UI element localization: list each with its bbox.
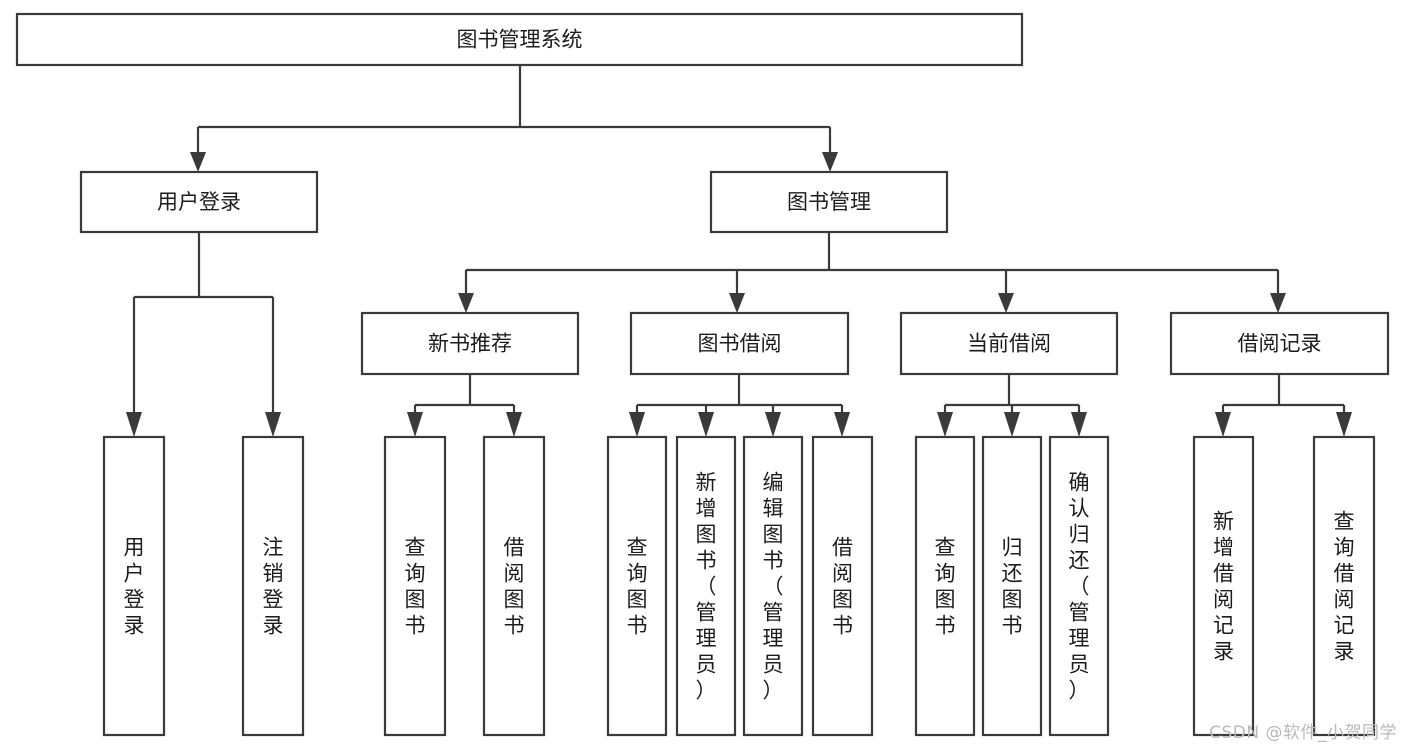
- node-label-leaf-borrow-book: 借阅图书: [832, 535, 853, 637]
- arrow-to-current-borrow: [998, 293, 1014, 313]
- node-leaf-user-login[interactable]: 用户登录: [102, 435, 166, 737]
- node-leaf-edit-book[interactable]: 编辑图书（管理员）: [742, 435, 804, 737]
- node-leaf-logout[interactable]: 注销登录: [241, 435, 305, 737]
- node-box-new-book-recommend[interactable]: [360, 311, 580, 376]
- node-root[interactable]: 图书管理系统: [15, 12, 1024, 67]
- node-box-book-borrow[interactable]: [629, 311, 850, 376]
- node-box-leaf-edit-book[interactable]: [742, 435, 804, 737]
- node-leaf-add-record[interactable]: 新增借阅记录: [1192, 435, 1255, 737]
- node-box-book-manage[interactable]: [709, 170, 949, 234]
- node-leaf-return-book[interactable]: 归还图书: [981, 435, 1043, 737]
- arrow-to-leaf-add-book: [698, 412, 714, 437]
- arrow-to-leaf-user-login: [126, 412, 142, 437]
- node-borrow-record[interactable]: 借阅记录: [1169, 311, 1390, 376]
- node-box-leaf-query-book-cur[interactable]: [914, 435, 976, 737]
- node-label-leaf-edit-book: 编辑图书（管理员）: [763, 470, 784, 702]
- node-box-leaf-borrow-book[interactable]: [811, 435, 874, 737]
- node-label-book-borrow: 图书借阅: [698, 332, 782, 356]
- arrow-to-leaf-edit-book: [765, 412, 781, 437]
- node-box-leaf-add-book[interactable]: [675, 435, 737, 737]
- node-box-user-login[interactable]: [79, 170, 319, 234]
- arrow-to-leaf-query-book-rec: [407, 412, 423, 437]
- arrow-to-book-borrow: [729, 293, 745, 313]
- arrow-to-leaf-confirm-return: [1071, 412, 1087, 437]
- node-leaf-add-book[interactable]: 新增图书（管理员）: [675, 435, 737, 737]
- node-leaf-query-record[interactable]: 查询借阅记录: [1312, 435, 1376, 737]
- node-leaf-borrow-book-rec[interactable]: 借阅图书: [482, 435, 546, 737]
- arrow-to-leaf-logout: [265, 412, 281, 437]
- node-label-book-manage: 图书管理: [787, 190, 871, 214]
- node-layer: 图书管理系统用户登录图书管理新书推荐图书借阅当前借阅借阅记录用户登录注销登录查询…: [15, 12, 1390, 737]
- node-box-leaf-return-book[interactable]: [981, 435, 1043, 737]
- node-label-leaf-logout: 注销登录: [263, 535, 284, 637]
- arrow-to-new-book-recommend: [458, 293, 474, 313]
- node-label-root: 图书管理系统: [457, 28, 583, 52]
- arrow-to-user-login: [190, 152, 206, 172]
- arrow-to-leaf-borrow-book-rec: [506, 412, 522, 437]
- node-user-login[interactable]: 用户登录: [79, 170, 319, 234]
- node-label-leaf-confirm-return: 确认归还（管理员）: [1069, 470, 1090, 702]
- node-label-leaf-borrow-book-rec: 借阅图书: [504, 535, 525, 637]
- node-label-new-book-recommend: 新书推荐: [428, 332, 512, 356]
- node-label-leaf-add-book: 新增图书（管理员）: [696, 470, 717, 702]
- node-label-leaf-user-login: 用户登录: [124, 535, 145, 637]
- arrow-to-leaf-query-record: [1336, 412, 1352, 437]
- arrow-to-borrow-record: [1270, 293, 1286, 313]
- node-box-leaf-query-book-rec[interactable]: [383, 435, 447, 737]
- arrow-to-leaf-query-book-borrow: [629, 412, 645, 437]
- node-leaf-query-book-cur[interactable]: 查询图书: [914, 435, 976, 737]
- node-box-leaf-logout[interactable]: [241, 435, 305, 737]
- node-box-current-borrow[interactable]: [899, 311, 1119, 376]
- node-box-root[interactable]: [15, 12, 1024, 67]
- node-label-leaf-add-record: 新增借阅记录: [1213, 509, 1234, 663]
- node-box-leaf-user-login[interactable]: [102, 435, 166, 737]
- arrow-to-leaf-borrow-book: [834, 412, 850, 437]
- node-label-leaf-query-book-cur: 查询图书: [935, 535, 956, 637]
- node-leaf-confirm-return[interactable]: 确认归还（管理员）: [1048, 435, 1110, 737]
- node-box-borrow-record[interactable]: [1169, 311, 1390, 376]
- node-label-leaf-return-book: 归还图书: [1002, 535, 1023, 637]
- node-leaf-query-book-borrow[interactable]: 查询图书: [606, 435, 668, 737]
- node-book-borrow[interactable]: 图书借阅: [629, 311, 850, 376]
- node-label-leaf-query-book-rec: 查询图书: [405, 535, 426, 637]
- node-leaf-borrow-book[interactable]: 借阅图书: [811, 435, 874, 737]
- node-label-borrow-record: 借阅记录: [1238, 332, 1322, 356]
- node-box-leaf-confirm-return[interactable]: [1048, 435, 1110, 737]
- arrow-to-leaf-add-record: [1215, 412, 1231, 437]
- node-leaf-query-book-rec[interactable]: 查询图书: [383, 435, 447, 737]
- node-book-manage[interactable]: 图书管理: [709, 170, 949, 234]
- node-new-book-recommend[interactable]: 新书推荐: [360, 311, 580, 376]
- node-box-leaf-borrow-book-rec[interactable]: [482, 435, 546, 737]
- arrow-to-book-manage: [822, 152, 838, 172]
- arrow-to-leaf-query-book-cur: [937, 412, 953, 437]
- node-label-user-login: 用户登录: [157, 190, 241, 214]
- node-label-leaf-query-record: 查询借阅记录: [1334, 509, 1355, 663]
- node-label-current-borrow: 当前借阅: [967, 332, 1051, 356]
- node-label-leaf-query-book-borrow: 查询图书: [627, 535, 648, 637]
- node-box-leaf-add-record[interactable]: [1192, 435, 1255, 737]
- node-current-borrow[interactable]: 当前借阅: [899, 311, 1119, 376]
- arrow-to-leaf-return-book: [1004, 412, 1020, 437]
- node-box-leaf-query-book-borrow[interactable]: [606, 435, 668, 737]
- node-box-leaf-query-record[interactable]: [1312, 435, 1376, 737]
- edge-layer: [126, 65, 1352, 437]
